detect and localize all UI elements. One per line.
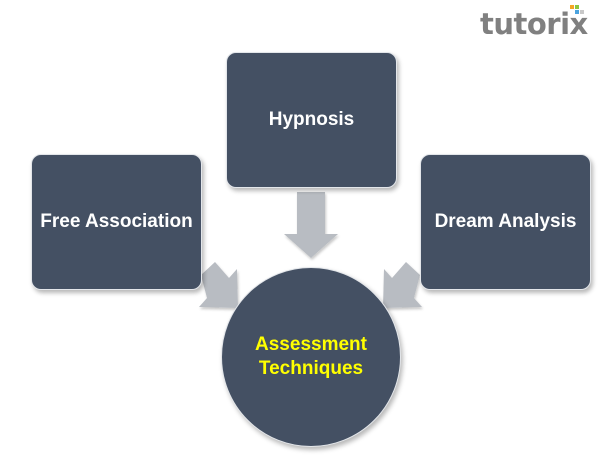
arrow-down-left [383, 262, 422, 308]
arrow-down-right [199, 262, 238, 308]
logo-text: tutorix [480, 7, 588, 41]
arrow-down [284, 192, 338, 258]
center-label-line2: Techniques [258, 358, 364, 379]
logo-dots-icon [570, 5, 584, 14]
tutorix-logo: tutorix [470, 2, 595, 46]
dream-analysis-label: Dream Analysis [434, 211, 577, 232]
center-label: Assessment Techniques [246, 333, 376, 381]
center-label-line1: Assessment [255, 334, 367, 355]
hypnosis-label: Hypnosis [268, 109, 355, 130]
assessment-techniques-circle: Assessment Techniques [221, 267, 401, 447]
free-association-label: Free Association [40, 211, 193, 232]
hypnosis-box: Hypnosis [226, 52, 397, 188]
dream-analysis-box: Dream Analysis [420, 154, 591, 290]
free-association-box: Free Association [31, 154, 202, 290]
